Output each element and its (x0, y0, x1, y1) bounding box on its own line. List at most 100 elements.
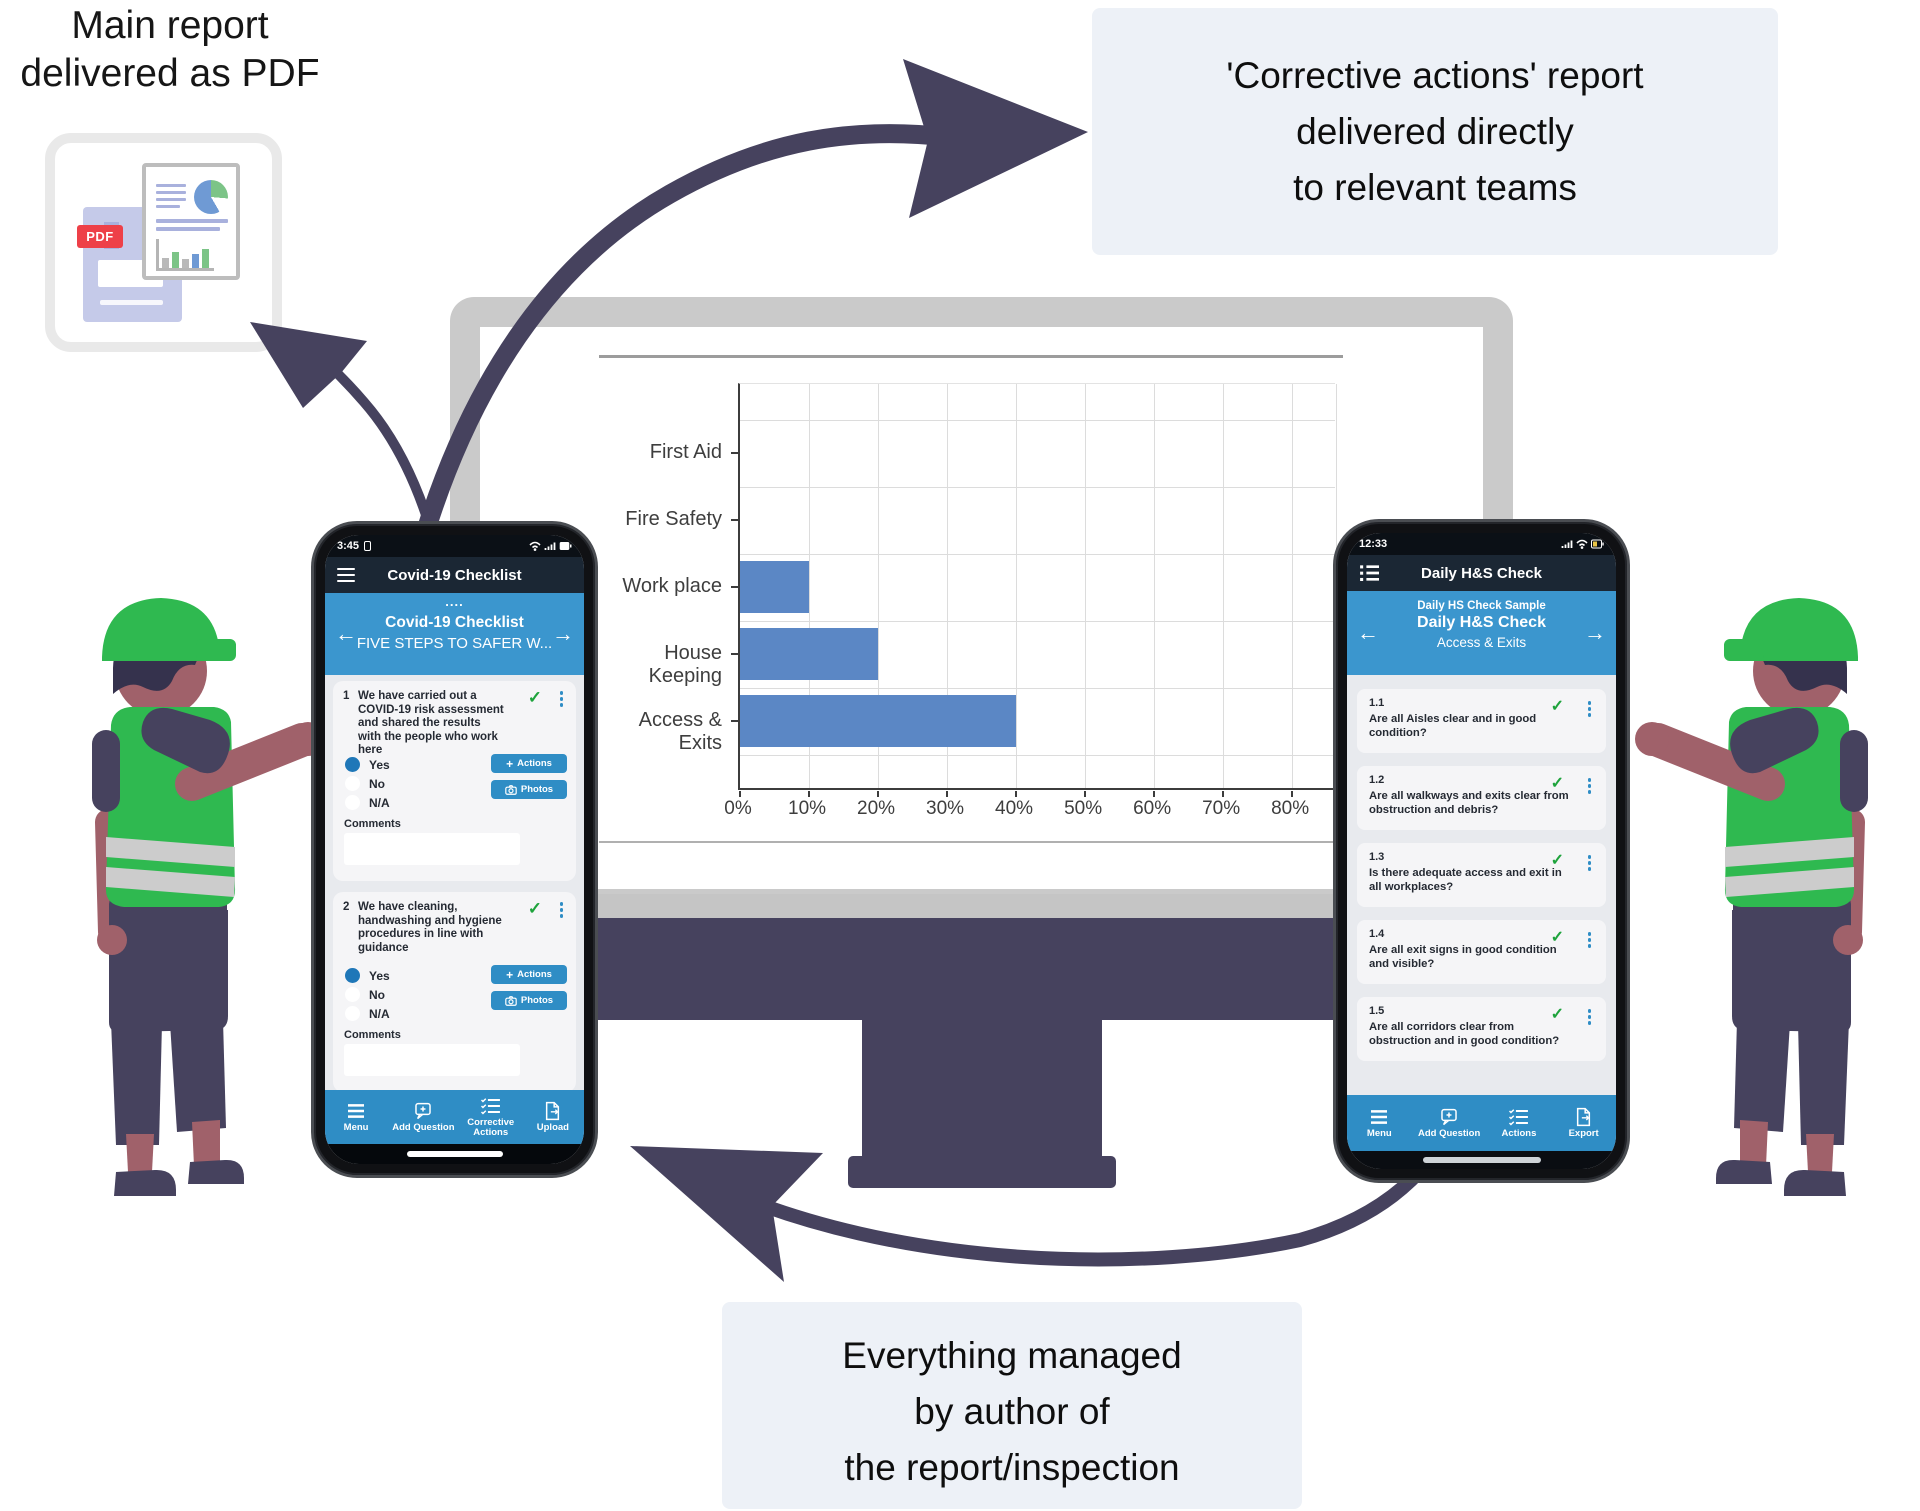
list-menu-icon[interactable] (1359, 564, 1381, 582)
chart-tick (739, 791, 741, 797)
kebab-menu-icon[interactable] (1587, 855, 1591, 871)
next-section-arrow[interactable]: → (552, 621, 574, 646)
nav-label: Export (1568, 1128, 1599, 1139)
right-nav-add-question[interactable]: Add Question (1418, 1107, 1480, 1139)
right-nav-menu[interactable]: Menu (1353, 1107, 1405, 1139)
chart-tick (731, 653, 738, 655)
question-row: 2 We have cleaning, handwashing and hygie… (333, 892, 576, 955)
battery-icon (559, 542, 572, 550)
item-question-text: Are all Aisles clear and in good conditi… (1369, 713, 1537, 739)
nav-label: Menu (343, 1122, 369, 1133)
right-nav-export[interactable]: Export (1558, 1107, 1610, 1139)
nav-label: Menu (1366, 1128, 1392, 1139)
question-card[interactable]: 2 We have cleaning, handwashing and hygie… (333, 892, 576, 1090)
radio-circle[interactable] (345, 776, 360, 791)
checklist-icon (1508, 1107, 1530, 1127)
radio-circle[interactable] (345, 795, 360, 810)
question-text: We have cleaning, handwashing and hygien… (358, 901, 502, 954)
question-number: 2 (343, 901, 350, 913)
radio-option-yes[interactable]: Yes (345, 968, 390, 983)
menu-icon[interactable] (337, 567, 355, 583)
radio-option-na[interactable]: N/A (345, 795, 390, 810)
radio-label: No (369, 987, 385, 1002)
radio-circle[interactable] (345, 1006, 360, 1021)
radio-label: Yes (369, 968, 390, 983)
item-question-text: Are all exit signs in good condition and… (1369, 944, 1557, 970)
prev-section-arrow[interactable]: ← (1357, 620, 1379, 645)
left-nav-upload[interactable]: Upload (527, 1101, 579, 1133)
chart-tick-label: 60% (1133, 798, 1172, 819)
question-text: We have carried out a COVID-19 risk asse… (358, 690, 504, 756)
monitor-chin (590, 918, 1346, 1020)
kebab-menu-icon[interactable] (1587, 701, 1591, 717)
next-section-arrow[interactable]: → (1584, 620, 1606, 645)
left-nav-corrective-actions[interactable]: Corrective Actions (465, 1096, 517, 1138)
chart-tick (1015, 791, 1018, 797)
kebab-menu-icon[interactable] (1587, 778, 1591, 794)
plus-icon: + (506, 967, 514, 982)
worker-illustration (92, 598, 325, 1196)
prev-section-arrow[interactable]: ← (335, 621, 357, 646)
checklist-item-card[interactable]: 1.3 Is there adequate access and exit in … (1357, 843, 1606, 907)
add-question-icon (412, 1101, 434, 1121)
wifi-icon (1576, 539, 1588, 549)
chart-gridline (740, 687, 1335, 689)
photos-button[interactable]: Photos (491, 780, 567, 799)
check-icon: ✓ (1550, 775, 1564, 792)
actions-button-label: Actions (517, 758, 552, 769)
doc-dash (104, 222, 119, 225)
radio-option-na[interactable]: N/A (345, 1006, 390, 1021)
item-question-text: Is there adequate access and exit in all… (1369, 867, 1562, 893)
kebab-menu-icon[interactable] (1587, 1009, 1591, 1025)
left-status-bar: 3:45 (325, 535, 584, 557)
radio-option-no[interactable]: No (345, 776, 390, 791)
item-number: 1.3 (1369, 851, 1385, 863)
chart-category-label: Access & Exits (638, 709, 722, 754)
worker-right (1620, 560, 1920, 1200)
kebab-menu-icon[interactable] (559, 691, 563, 707)
item-number: 1.1 (1369, 697, 1385, 709)
home-indicator[interactable] (406, 1151, 503, 1157)
monitor-window-bottom-line (599, 841, 1343, 843)
left-nav-menu[interactable]: Menu (330, 1101, 382, 1133)
kebab-menu-icon[interactable] (1587, 932, 1591, 948)
actions-button[interactable]: +Actions (491, 965, 567, 984)
chart-tick (731, 586, 738, 588)
radio-circle[interactable] (345, 987, 360, 1002)
radio-circle[interactable] (345, 757, 360, 772)
kebab-menu-icon[interactable] (559, 902, 563, 918)
chart-tick (1291, 791, 1294, 797)
photos-button[interactable]: Photos (491, 991, 567, 1010)
caption-corrective-box: 'Corrective actions' report delivered di… (1092, 8, 1778, 255)
pdf-report-icon: PDF (45, 133, 282, 352)
radio-option-no[interactable]: No (345, 987, 390, 1002)
arrow-to-corrective-head (903, 59, 1088, 218)
pie-chart-icon (194, 180, 228, 214)
left-nav-add-question[interactable]: Add Question (392, 1101, 455, 1133)
comments-input[interactable] (344, 833, 520, 865)
radio-option-yes[interactable]: Yes (345, 757, 390, 772)
status-mini-icon (364, 541, 372, 551)
radio-circle[interactable] (345, 968, 360, 983)
chart-gridline (740, 486, 1335, 488)
chart-x-axis-labels: 0%10%20%30%40%50%60%70%80% (724, 798, 1335, 824)
chart-tick (1153, 791, 1156, 797)
worker-left (40, 560, 340, 1200)
home-indicator[interactable] (1422, 1157, 1541, 1163)
comments-input[interactable] (344, 1044, 520, 1076)
chart-tick (731, 452, 738, 454)
actions-button[interactable]: +Actions (491, 754, 567, 773)
right-nav-actions[interactable]: Actions (1493, 1107, 1545, 1139)
chart-gridline (740, 620, 1335, 622)
left-bottom-nav: Menu Add Question Corrective Actions Upload (325, 1090, 584, 1144)
chart-gridline (1016, 384, 1018, 788)
signal-icon (544, 542, 556, 550)
